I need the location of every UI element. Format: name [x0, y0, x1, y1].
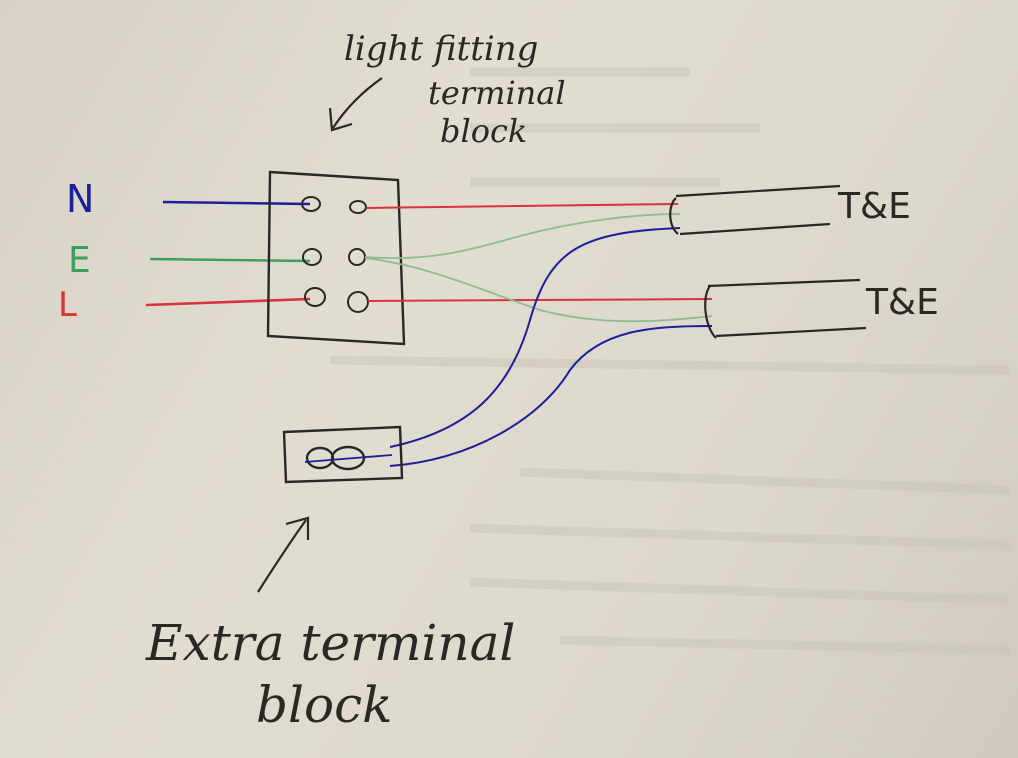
twin-and-earth-cable-1	[669, 184, 841, 236]
extra-terminal-block	[282, 425, 404, 484]
terminal-live-right	[347, 291, 369, 313]
cable-1-label: T&E	[837, 186, 911, 227]
terminal-earth-right	[348, 248, 366, 266]
live-wire-to-cable-1	[365, 203, 679, 209]
terminal-live-left	[304, 287, 326, 307]
twin-and-earth-cable-2	[704, 278, 867, 339]
cable-2-label: T&E	[865, 282, 939, 323]
extra-block-label-line-1: Extra terminal	[145, 614, 515, 672]
terminal-neutral-right	[349, 200, 367, 214]
extra-block-arrow	[257, 516, 310, 593]
light-fitting-label-line-1: light fitting	[344, 29, 538, 69]
live-wire-to-cable-2	[367, 298, 713, 302]
neutral-wire-in	[162, 200, 311, 206]
earth-wire-to-cable-2	[364, 257, 713, 323]
neutral-label: N	[66, 177, 94, 221]
extra-terminal-left	[305, 446, 335, 470]
earth-label: E	[68, 240, 91, 281]
neutral-wire-to-cable-2	[389, 325, 713, 467]
earth-wire-in	[149, 257, 311, 263]
earth-wire-to-cable-1	[364, 213, 681, 260]
live-wire-in	[145, 297, 311, 307]
terminal-neutral-left	[301, 196, 321, 212]
extra-block-label-line-2: block	[256, 676, 392, 734]
live-label: L	[58, 285, 77, 325]
light-fitting-label-line-3: block	[440, 112, 527, 150]
terminal-earth-left	[302, 248, 322, 266]
neutral-wire-to-cable-1	[389, 227, 681, 448]
light-fitting-arrow	[328, 77, 383, 132]
light-fitting-label-line-2: terminal	[428, 74, 566, 112]
paper-show-through	[329, 67, 1011, 655]
light-fitting-terminal-block	[266, 170, 406, 346]
